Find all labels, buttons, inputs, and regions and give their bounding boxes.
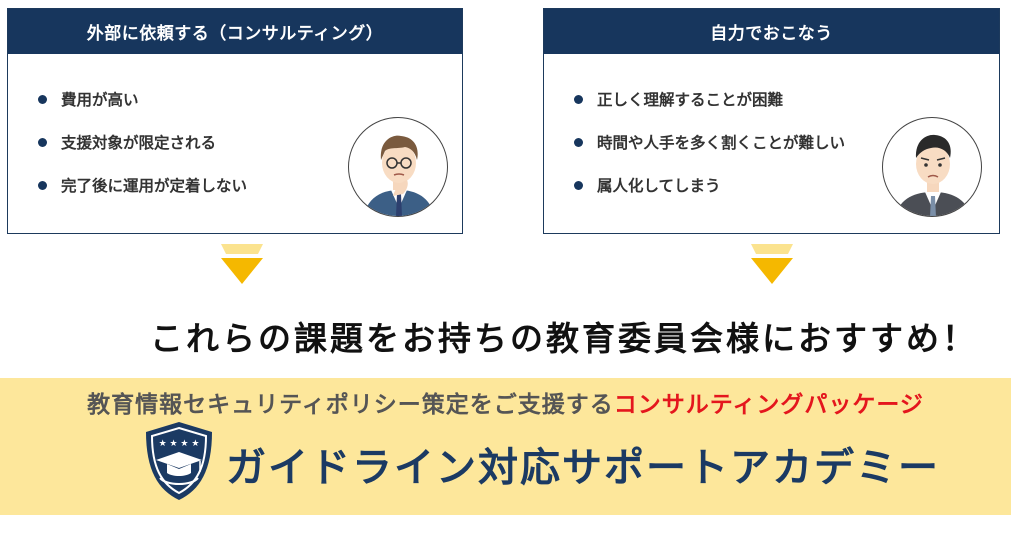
- product-banner: 教育情報セキュリティポリシー策定をご支援するコンサルティングパッケージ ★ ★ …: [0, 378, 1011, 515]
- banner-title: ガイドライン対応サポートアカデミー: [226, 445, 940, 491]
- consulting-issue-list: 費用が高い 支援対象が限定される 完了後に運用が定着しない: [38, 89, 247, 218]
- list-item: 完了後に運用が定着しない: [38, 175, 247, 195]
- svg-text:★ ★ ★ ★: ★ ★ ★ ★: [159, 439, 200, 449]
- bullet-icon: [574, 137, 583, 147]
- list-item: 支援対象が限定される: [38, 132, 247, 152]
- bullet-icon: [574, 94, 583, 104]
- bullet-icon: [38, 137, 47, 147]
- down-arrow-icon: [751, 244, 793, 284]
- consulting-card-title: 外部に依頼する（コンサルティング）: [8, 9, 462, 54]
- recommendation-headline: これらの課題をお持ちの教育委員会様におすすめ！: [150, 319, 978, 358]
- banner-subtitle-text: 教育情報セキュリティポリシー策定をご支援する: [87, 392, 614, 418]
- list-item-label: 正しく理解することが困難: [597, 91, 784, 109]
- thinking-man-avatar: [348, 117, 448, 217]
- down-arrow-icon: [221, 244, 263, 284]
- list-item: 正しく理解することが困難: [574, 89, 845, 109]
- bullet-icon: [38, 94, 47, 104]
- consulting-card: 外部に依頼する（コンサルティング） 費用が高い 支援対象が限定される 完了後に運…: [7, 8, 463, 234]
- self-effort-card: 自力でおこなう 正しく理解することが困難 時間や人手を多く割くことが難しい 属人…: [543, 8, 1000, 234]
- list-item: 費用が高い: [38, 89, 247, 109]
- bullet-icon: [574, 180, 583, 190]
- list-item-label: 支援対象が限定される: [61, 134, 217, 152]
- worried-man-avatar: [882, 117, 982, 217]
- bullet-icon: [38, 180, 47, 190]
- banner-subtitle: 教育情報セキュリティポリシー策定をご支援するコンサルティングパッケージ: [0, 385, 1011, 419]
- list-item-label: 時間や人手を多く割くことが難しい: [597, 134, 846, 152]
- academy-emblem-icon: ★ ★ ★ ★: [146, 422, 212, 500]
- banner-subtitle-highlight: コンサルティングパッケージ: [613, 392, 924, 418]
- list-item-label: 費用が高い: [61, 91, 139, 109]
- self-effort-issue-list: 正しく理解することが困難 時間や人手を多く割くことが難しい 属人化してしまう: [574, 89, 845, 218]
- list-item-label: 完了後に運用が定着しない: [61, 177, 248, 195]
- list-item-label: 属人化してしまう: [597, 177, 721, 195]
- list-item: 時間や人手を多く割くことが難しい: [574, 132, 845, 152]
- self-effort-card-title: 自力でおこなう: [544, 9, 999, 54]
- list-item: 属人化してしまう: [574, 175, 845, 195]
